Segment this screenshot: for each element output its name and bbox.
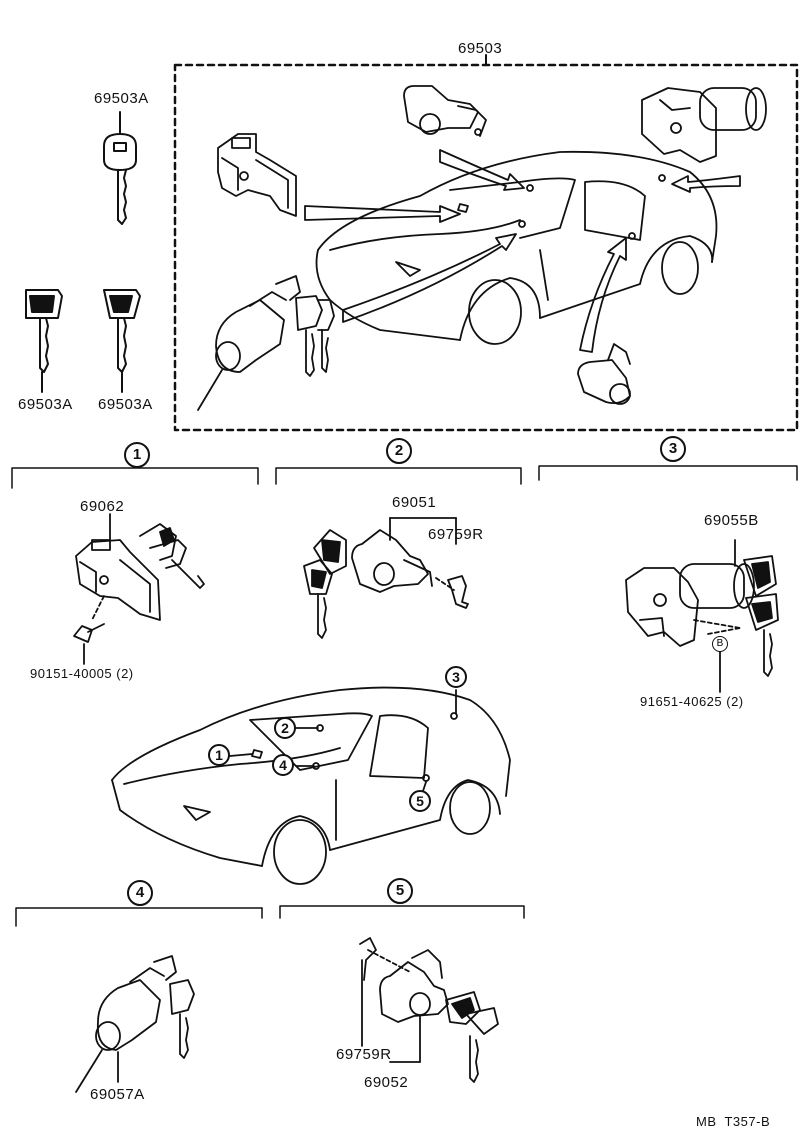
section-number-2: 2 xyxy=(386,438,412,464)
part-label-69052: 69052 xyxy=(364,1074,409,1091)
key-label-bottom-left: 69503A xyxy=(18,396,73,413)
section-number-5: 5 xyxy=(387,878,413,904)
section-number-4: 4 xyxy=(127,880,153,906)
top-door-lock xyxy=(403,85,487,137)
assembly-arrows xyxy=(304,149,741,353)
part-69057A-ignition-cylinder xyxy=(75,955,195,1093)
car-callout-1: 1 xyxy=(208,744,230,766)
key-label-bottom-right: 69503A xyxy=(98,396,153,413)
top-ignition-bracket xyxy=(217,133,297,217)
top-ignition-cylinder xyxy=(197,275,335,411)
part-label-69759R-sec2: 69759R xyxy=(428,526,484,543)
part-69051-door-lock xyxy=(303,517,469,639)
section-bracket-1 xyxy=(11,467,259,489)
section-number-3: 3 xyxy=(660,436,686,462)
section-bracket-2 xyxy=(275,467,522,485)
part-69052-door-lock xyxy=(359,937,499,1083)
part-label-69062: 69062 xyxy=(80,498,125,515)
part-69062-bracket xyxy=(73,513,205,665)
part-label-91651-40625: 91651-40625 (2) xyxy=(640,694,744,709)
part-label-69051: 69051 xyxy=(392,494,437,511)
key-bottom-left-2 xyxy=(103,289,141,393)
section-bracket-5 xyxy=(279,905,525,919)
section-number-1: 1 xyxy=(124,442,150,468)
footer-code: MB T357-B xyxy=(696,1114,771,1129)
car-callout-3: 3 xyxy=(445,666,467,688)
part-label-69055B: 69055B xyxy=(704,512,759,529)
top-trunk-lock xyxy=(641,87,767,163)
top-door-lock-small xyxy=(577,343,631,405)
section-bracket-4 xyxy=(15,907,263,927)
part-label-90151-40005: 90151-40005 (2) xyxy=(30,666,134,681)
middle-car-illustration xyxy=(111,686,511,885)
car-callout-4: 4 xyxy=(272,754,294,776)
part-69055B-trunk-lock xyxy=(625,539,779,693)
assembly-dashed-box xyxy=(173,54,799,432)
key-bottom-left-1 xyxy=(25,289,63,393)
car-callout-5: 5 xyxy=(409,790,431,812)
part-label-69759R-sec5: 69759R xyxy=(336,1046,392,1063)
car-callout-2: 2 xyxy=(274,717,296,739)
key-label-top: 69503A xyxy=(94,90,149,107)
section-bracket-3 xyxy=(538,465,798,481)
key-top-left xyxy=(103,111,137,225)
part-label-69057A: 69057A xyxy=(90,1086,145,1103)
reference-mark-b: B xyxy=(712,636,728,652)
assembly-part-number: 69503 xyxy=(458,40,503,57)
